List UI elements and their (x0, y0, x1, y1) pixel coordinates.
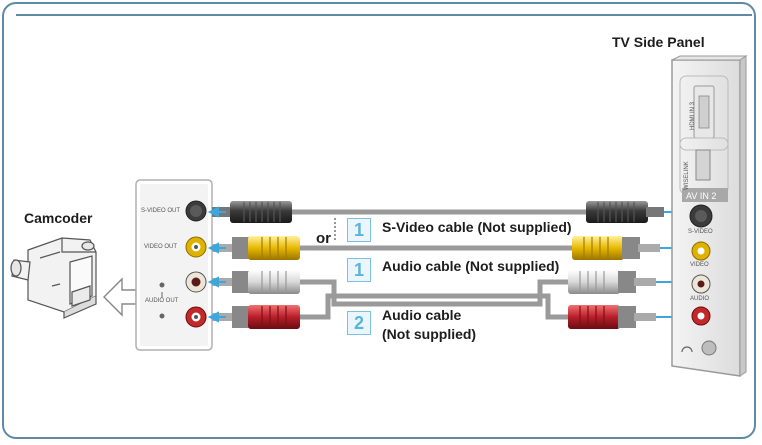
svideo-cable-label: S-Video cable (Not supplied) (382, 219, 572, 235)
tv-side-panel (671, 55, 748, 377)
headphone-icon (681, 346, 693, 353)
tv-svideo-label: S-VIDEO (688, 229, 713, 235)
camcoder-video-out-label: VIDEO OUT (144, 244, 178, 250)
audio-cable-red (300, 293, 570, 320)
header-rule (16, 14, 752, 16)
camcoder-audio-out-label: AUDIO OUT (145, 298, 179, 304)
tv-video-label: VIDEO (690, 262, 709, 268)
arrows-left (207, 206, 226, 323)
step-1-audio-badge: 1 (347, 258, 371, 282)
camcorder-icon (10, 237, 97, 319)
tv-wiselink-label: WISELINK (684, 161, 690, 190)
step-2-audio-badge: 2 (347, 311, 371, 335)
audio-cable-label-2-line2: (Not supplied) (382, 326, 477, 342)
camcoder-title: Camcoder (24, 210, 93, 226)
audio-plug-right-red (568, 305, 656, 329)
audio-cable-label-1: Audio cable (Not supplied) (382, 258, 560, 274)
audio-cable-label-2: Audio cable (Not supplied) (382, 306, 476, 344)
audio-plug-left-red (212, 305, 300, 329)
tv-audio-label: AUDIO (690, 296, 710, 302)
or-label: or (316, 230, 331, 247)
hollow-arrow-icon (103, 277, 137, 317)
audio-cable-label-2-line1: Audio cable (382, 307, 462, 323)
step-1-svideo-badge: 1 (347, 218, 371, 242)
video-plug-right (572, 236, 660, 260)
tv-av-in-label: AV IN 2 (686, 191, 717, 201)
tv-headphone-jack (701, 340, 717, 356)
tv-side-panel-title: TV Side Panel (612, 34, 705, 50)
audio-cable-white (300, 279, 570, 307)
tv-hdmi-label: HDMI IN 3 (690, 101, 696, 130)
camcoder-svideo-out-label: S-VIDEO OUT (141, 208, 181, 214)
audio-plug-right-white (568, 270, 656, 294)
svideo-plug-right (586, 201, 664, 223)
